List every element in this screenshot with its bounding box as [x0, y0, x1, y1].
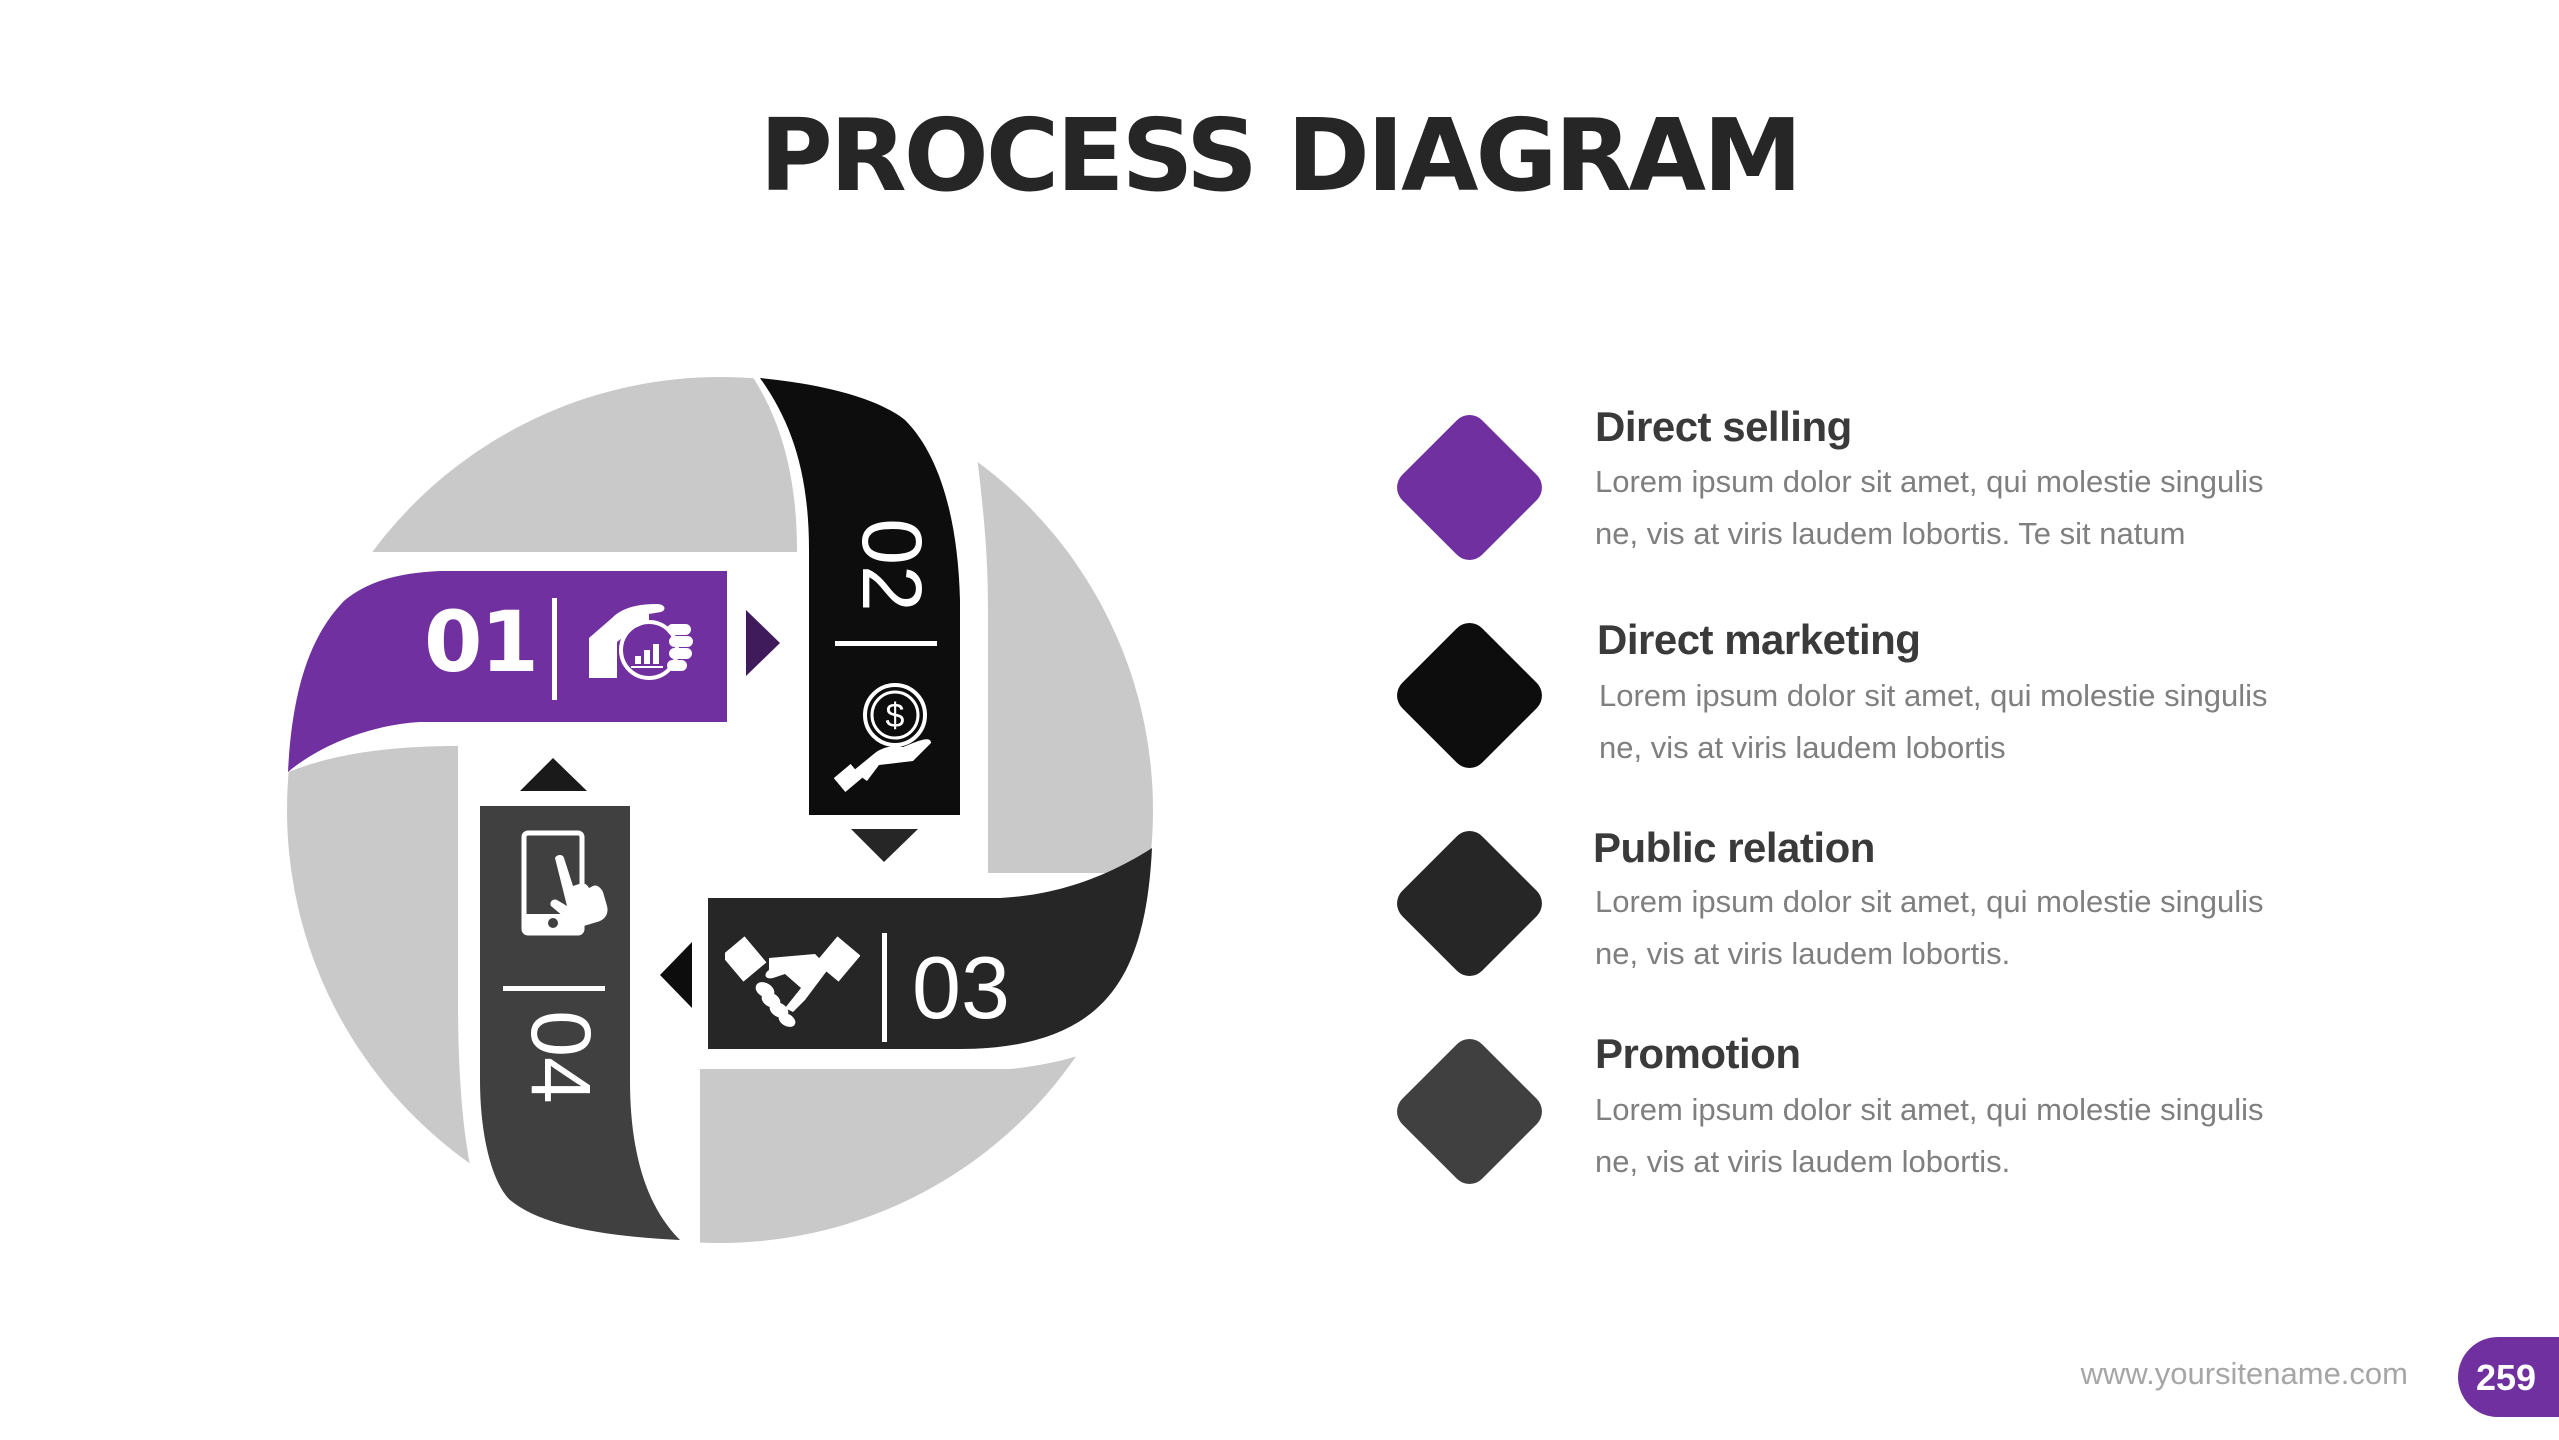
item-title: Promotion [1595, 1030, 1801, 1077]
step-01-divider [552, 598, 557, 700]
item-title: Public relation [1593, 824, 1875, 871]
list-item: Direct marketing Lorem ipsum dolor sit a… [1389, 615, 2290, 816]
hand-dollar-coin-icon: $ [833, 683, 931, 792]
diamond-marker-black [1389, 615, 1550, 776]
arrow-left-icon [660, 942, 692, 1008]
arrow-up-icon [520, 758, 587, 791]
step-02-number: 02 [845, 518, 939, 612]
diamond-marker-purple [1389, 407, 1550, 568]
hand-stopwatch-chart-icon [589, 604, 693, 680]
arrow-right-icon [746, 610, 780, 676]
diamond-marker-dark [1389, 823, 1550, 984]
footer-website-link[interactable]: www.yoursitename.com [2080, 1356, 2408, 1391]
page-number: 259 [2476, 1357, 2537, 1398]
diamond-marker-grey [1389, 1031, 1550, 1192]
step-04-number: 04 [514, 1010, 608, 1104]
grey-ring [287, 377, 1153, 1243]
page-number-badge: 259 [2458, 1337, 2559, 1417]
list-item: Promotion Lorem ipsum dolor sit amet, qu… [1389, 1030, 2290, 1232]
step-03-band [708, 848, 1152, 1049]
step-01-number: 01 [424, 593, 539, 691]
item-body: Lorem ipsum dolor sit amet, qui molestie… [1595, 464, 2264, 551]
smartphone-touch-icon [521, 830, 608, 936]
page-title: PROCESS DIAGRAM [759, 97, 1803, 214]
step-04-divider [503, 986, 605, 991]
item-title: Direct marketing [1597, 616, 1921, 663]
item-body: Lorem ipsum dolor sit amet, qui molestie… [1595, 1092, 2264, 1179]
list-item: Direct selling Lorem ipsum dolor sit ame… [1389, 403, 2290, 608]
step-03-divider [882, 933, 887, 1042]
arrow-down-icon [851, 829, 918, 862]
item-title: Direct selling [1595, 403, 1852, 450]
step-03-number: 03 [912, 938, 1010, 1037]
step-02-divider [835, 641, 937, 646]
list-item: Public relation Lorem ipsum dolor sit am… [1389, 823, 2290, 1024]
handshake-icon [725, 936, 860, 1027]
item-body: Lorem ipsum dolor sit amet, qui molestie… [1595, 884, 2264, 971]
item-body: Lorem ipsum dolor sit amet, qui molestie… [1599, 678, 2268, 765]
svg-text:$: $ [886, 697, 905, 735]
step-02-band [760, 378, 960, 815]
